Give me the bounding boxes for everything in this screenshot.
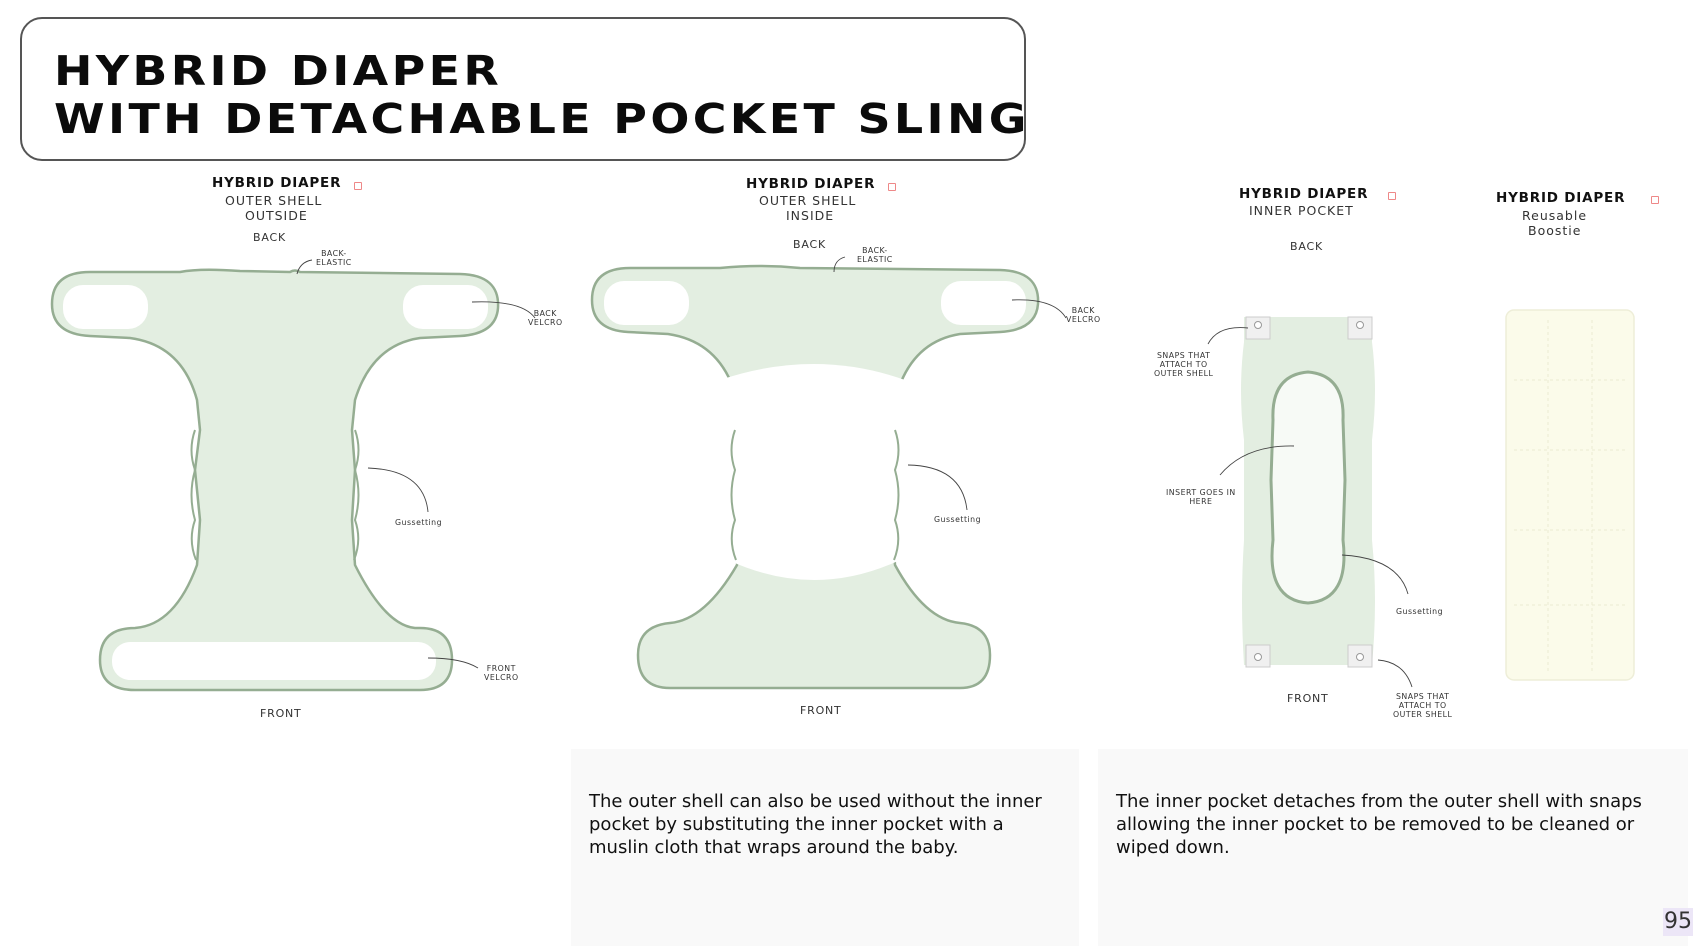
inner-pocket-back-label: BACK: [1290, 240, 1323, 253]
outer-outside-sub2: OUTSIDE: [245, 208, 308, 223]
outer-inside-heading: HYBRID DIAPER: [746, 176, 876, 192]
title-line-1: HYBRID DIAPER: [54, 47, 503, 95]
outer-outside-front-label: FRONT: [260, 707, 302, 720]
boostie-drawing: [1505, 309, 1635, 681]
title-line-2: WITH DETACHABLE POCKET SLING: [54, 95, 1030, 143]
back-elastic-label: BACK-ELASTIC: [316, 249, 352, 267]
gussetting-label: Gussetting: [395, 518, 443, 527]
caption-outer-shell: The outer shell can also be used without…: [589, 791, 1042, 858]
gussetting-label: Gussetting: [1396, 607, 1444, 616]
boostie-sub2: Boostie: [1528, 223, 1582, 238]
marker-icon: [354, 182, 362, 190]
title-box: HYBRID DIAPER WITH DETACHABLE POCKET SLI…: [20, 17, 1026, 161]
back-elastic-label: BACK-ELASTIC: [857, 246, 893, 264]
gussetting-label: Gussetting: [934, 515, 982, 524]
marker-icon: [888, 183, 896, 191]
caption-panel-outer-shell: [571, 749, 1079, 946]
outer-inside-sub1: OUTER SHELL: [759, 193, 857, 208]
outer-inside-front-label: FRONT: [800, 704, 842, 717]
inner-pocket-drawing: [1241, 316, 1375, 668]
boostie-heading: HYBRID DIAPER: [1496, 190, 1626, 206]
outer-shell-inside-drawing: [590, 264, 1040, 690]
outer-outside-sub1: OUTER SHELL: [225, 193, 323, 208]
marker-icon: [1388, 192, 1396, 200]
page-number: 95: [1663, 908, 1693, 936]
inner-pocket-heading: HYBRID DIAPER: [1239, 186, 1369, 202]
marker-icon: [1651, 196, 1659, 204]
outer-shell-outside-drawing: [50, 268, 500, 692]
callout-arrows: [296, 256, 1413, 688]
caption-inner-pocket: The inner pocket detaches from the outer…: [1116, 791, 1642, 858]
outer-outside-back-label: BACK: [253, 231, 286, 244]
outer-inside-back-label: BACK: [793, 238, 826, 251]
inner-pocket-sub1: INNER POCKET: [1249, 203, 1354, 218]
outer-outside-heading: HYBRID DIAPER: [212, 175, 342, 191]
caption-panel-inner-pocket: [1098, 749, 1688, 946]
outer-inside-sub2: INSIDE: [786, 208, 835, 223]
boostie-sub1: Reusable: [1522, 208, 1588, 223]
inner-pocket-front-label: FRONT: [1287, 692, 1329, 705]
